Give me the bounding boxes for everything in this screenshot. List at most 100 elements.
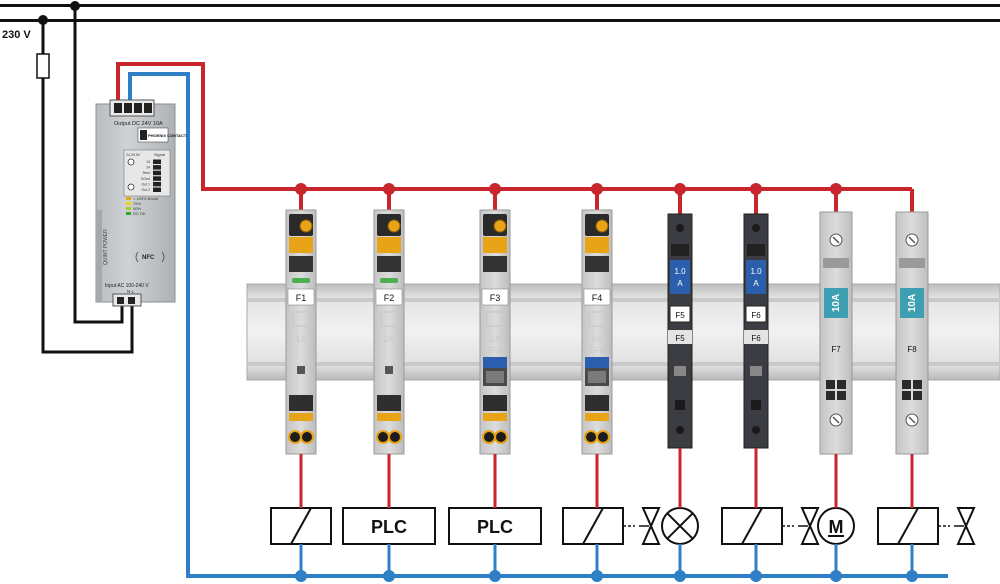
module-screw [676, 224, 684, 232]
coil-diagonal [741, 507, 763, 545]
protection-modules: F11AF22AF32ASFBF48ASFB1.0AF5F51.0AF6F610… [285, 189, 929, 455]
module-bottom-terminal [585, 395, 609, 411]
psu-adjust-potentiometer-2[interactable] [127, 183, 135, 191]
module-bottom-terminal [289, 395, 313, 411]
psu-signal-terminal [153, 181, 161, 187]
module-terminal [751, 400, 761, 410]
module-window-inner [486, 371, 504, 383]
breaker-rating-window [824, 288, 848, 318]
module-terminal [826, 391, 835, 400]
psu-status-led [126, 202, 131, 205]
positive-junction [489, 183, 501, 195]
module-sfb-label: SFB [589, 346, 605, 355]
negative-junction [830, 570, 842, 582]
psu-model: QUINT POWER [103, 229, 109, 265]
plc-label: PLC [477, 517, 513, 537]
module-id-plate [668, 330, 692, 344]
module-screw [299, 219, 313, 233]
mains-fuse [36, 53, 50, 79]
module-output-screw [388, 430, 402, 444]
psu-signal-row-label: 14 [146, 166, 150, 170]
negative-junction [906, 570, 918, 582]
module-status-led [380, 278, 398, 283]
negative-junction [591, 570, 603, 582]
fuse-cartridge [670, 260, 690, 294]
module-rating: 2A [489, 334, 500, 344]
positive-junction [295, 183, 307, 195]
module-id-label: F8 [907, 345, 917, 354]
module-orange-slider [585, 237, 609, 253]
module-id-label: F1 [296, 293, 307, 303]
module-screw [493, 219, 507, 233]
psu-signal-terminal [153, 165, 161, 170]
psu-signal-row-label: 13 [146, 160, 150, 164]
module-id-label: F6 [751, 334, 761, 343]
psu-adjust-potentiometer[interactable] [127, 158, 135, 166]
module-output-screw [300, 430, 314, 444]
psu-status-label: 75% [133, 201, 141, 206]
module-rating: 8A [591, 334, 602, 344]
negative-junction [489, 570, 501, 582]
coil-diagonal [582, 507, 604, 545]
module-terminal [671, 244, 689, 256]
module-terminal [913, 391, 922, 400]
module-id-plate [583, 288, 611, 306]
coil-diagonal [290, 507, 312, 545]
module-indicator [750, 366, 762, 376]
mains-voltage-label: 230 V [2, 29, 31, 41]
module-screw [387, 219, 401, 233]
load-f8 [877, 507, 976, 545]
module-orange-slider [483, 237, 507, 253]
mains-wire-n [73, 6, 124, 324]
psu-adjust-label: 24-29.5V [126, 153, 141, 157]
psu-signal-terminal [153, 170, 161, 176]
module-screw [752, 224, 760, 232]
module-orange-strip [289, 413, 313, 421]
module-orange-strip [483, 413, 507, 421]
psu-status-label: > 100% Boost [133, 196, 159, 201]
module-bottom-terminal [483, 395, 507, 411]
fuse-rating-value: 1.0 [750, 267, 762, 276]
coil-diagonal [897, 507, 919, 545]
psu-signal-terminal [153, 187, 161, 192]
negative-feed-wire [128, 72, 948, 578]
module-handle [899, 258, 925, 268]
module-terminal [913, 380, 922, 389]
valve-icon [800, 507, 820, 545]
psu-signal-row-label: Out 1 [141, 182, 150, 186]
module-terminal-block [377, 256, 401, 272]
module-output-screw [288, 430, 302, 444]
psu-output-label: Output DC 24V 10A [114, 121, 163, 127]
module-id-plate [375, 288, 403, 306]
load-f2: PLC [342, 507, 436, 545]
module-terminal [747, 244, 765, 256]
module-blue-window [483, 357, 507, 368]
coil-icon [721, 507, 783, 545]
module-id-plate [287, 288, 315, 306]
module-blue-window [585, 357, 609, 368]
module-output-screw [482, 430, 496, 444]
module-terminal-block [585, 256, 609, 272]
breaker-rating: 10A [907, 294, 918, 312]
module-screw-slot [832, 416, 840, 424]
load-f7: M [817, 507, 855, 545]
psu-status-label: 50% [133, 206, 141, 211]
module-id-label: F2 [384, 293, 395, 303]
load-f1 [270, 507, 332, 545]
module-logo-icon [380, 311, 398, 327]
module-bottom-terminal [377, 395, 401, 411]
bus-junctions [295, 183, 918, 582]
psu-status-led [126, 197, 131, 200]
positive-junction [830, 183, 842, 195]
module-reset-button [385, 366, 393, 374]
module-handle [823, 258, 849, 268]
module-indicator [674, 366, 686, 376]
module-body [895, 211, 929, 455]
psu-status-led [126, 212, 131, 215]
